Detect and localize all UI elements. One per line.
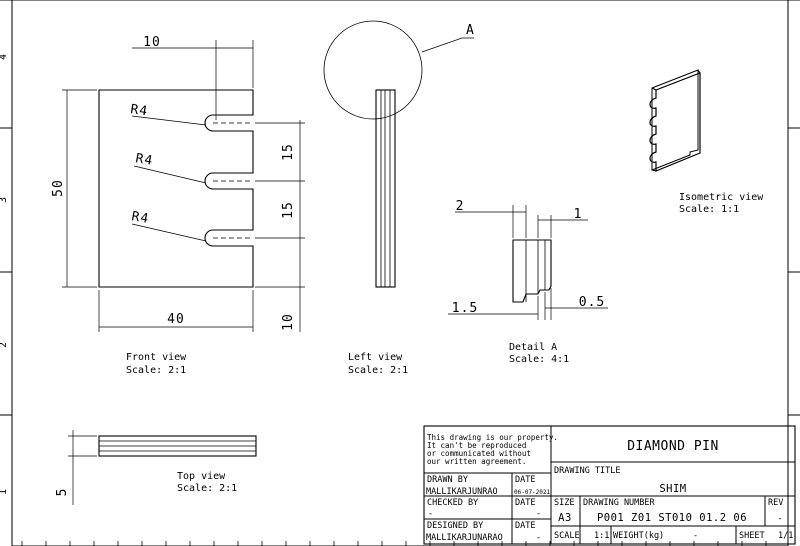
drawn-date-label: DATE	[515, 475, 535, 485]
isometric-view: Isometric view Scale: 1:1	[649, 69, 764, 215]
left-view: A Left view Scale: 2:1	[323, 20, 475, 376]
view-scale: Scale: 2:1	[177, 483, 237, 494]
dimension-label-detail-top-left: 2	[456, 199, 465, 214]
detail-a-bottom-dims	[448, 288, 608, 320]
view-caption: Left view	[348, 352, 403, 363]
scale-value: 1:1	[594, 531, 609, 541]
drawing-title-label: DRAWING TITLE	[554, 466, 621, 476]
detail-a-view: 2 1 1.5 0.5 Detail A Scale: 4:1	[448, 199, 608, 365]
sheet-value: 1/1	[778, 531, 793, 541]
drawing-number-value: P001 Z01 ST010 01.2 06	[597, 512, 747, 524]
drawn-date-value: 06-07-2021	[514, 489, 551, 496]
drawn-by-value: MALLIKARJUNRAO	[426, 487, 498, 497]
designed-by-value: MALLIKARJUNARAO	[426, 533, 503, 543]
zone-label: 1	[0, 489, 9, 495]
scale-label: SCALE	[554, 531, 580, 541]
dimension-top-view-height	[68, 430, 97, 505]
checked-by-label: CHECKED BY	[427, 498, 478, 508]
dimension-label-height: 50	[51, 179, 66, 197]
dimension-bottom-width	[98, 290, 254, 332]
dimension-label-gap: 10	[281, 313, 296, 331]
view-caption: Detail A	[509, 342, 557, 353]
radius-label: R4	[134, 151, 154, 169]
dimension-label-top-width: 10	[143, 35, 161, 50]
front-view-hidden-lines	[213, 122, 253, 239]
view-caption: Top view	[177, 471, 226, 482]
title-block: This drawing is our property. It can't b…	[423, 425, 796, 545]
dimension-label-detail-bottom-right: 0.5	[579, 295, 605, 310]
zone-label: 3	[0, 197, 9, 203]
top-view: 5 Top view Scale: 2:1	[55, 430, 257, 505]
dimension-label-detail-top-right: 1	[574, 207, 583, 222]
radius-leaders	[131, 115, 207, 242]
detail-callout-label: A	[466, 23, 475, 38]
designed-date-label: DATE	[515, 521, 535, 531]
size-value: A3	[558, 512, 572, 524]
weight-label: WEIGHT(kg)	[613, 531, 664, 541]
dimension-height	[62, 89, 97, 288]
size-label: SIZE	[554, 498, 574, 508]
isometric-outline	[649, 72, 701, 172]
view-scale: Scale: 4:1	[509, 354, 569, 365]
radius-label: R4	[130, 209, 150, 227]
dimension-label-top-view-height: 5	[55, 488, 70, 497]
drawing-title: SHIM	[659, 483, 686, 495]
zone-labels: 4 3 2 1	[0, 54, 9, 495]
rev-value: -	[777, 514, 782, 524]
detail-a-top-dims	[455, 205, 588, 238]
dimension-label-pitch-1: 15	[281, 143, 296, 161]
drawn-by-label: DRAWN BY	[427, 475, 468, 485]
property-note-line: It can't be reproduced	[427, 441, 526, 450]
checked-by-value: -	[428, 509, 433, 519]
checked-date-value: -	[536, 509, 541, 519]
view-caption: Isometric view	[679, 192, 764, 203]
view-caption: Front view	[126, 352, 187, 363]
sheet-label: SHEET	[739, 531, 765, 541]
drawing-number-label: DRAWING NUMBER	[583, 498, 656, 508]
weight-value: -	[693, 531, 698, 541]
dimension-label-bottom-width: 40	[167, 312, 185, 327]
radius-label: R4	[129, 102, 149, 119]
view-scale: Scale: 1:1	[679, 204, 739, 215]
left-view-outline	[375, 89, 396, 288]
checked-date-label: DATE	[515, 498, 535, 508]
front-view-outline	[98, 89, 254, 288]
detail-a-outline	[512, 239, 552, 303]
view-scale: Scale: 2:1	[348, 365, 408, 376]
dimension-pitch	[255, 120, 305, 332]
view-scale: Scale: 2:1	[126, 365, 186, 376]
zone-label: 2	[0, 342, 9, 348]
dimension-top-width	[132, 40, 254, 120]
designed-by-label: DESIGNED BY	[427, 521, 483, 531]
zone-label: 4	[0, 54, 9, 60]
dimension-label-detail-bottom-left: 1.5	[452, 301, 478, 316]
detail-circle	[323, 20, 423, 120]
detail-callout-leader	[421, 37, 474, 53]
dimension-label-pitch-2: 15	[281, 201, 296, 219]
property-note-line: our written agreement.	[427, 457, 526, 466]
rev-label: REV	[768, 498, 783, 508]
company-title: DIAMOND PIN	[627, 439, 719, 454]
designed-date-value: -	[536, 533, 541, 543]
property-note-line: or communicated without	[427, 449, 531, 458]
property-note-line: This drawing is our property.	[427, 433, 558, 442]
front-view: 10 50 40 15 15 10	[51, 35, 305, 376]
